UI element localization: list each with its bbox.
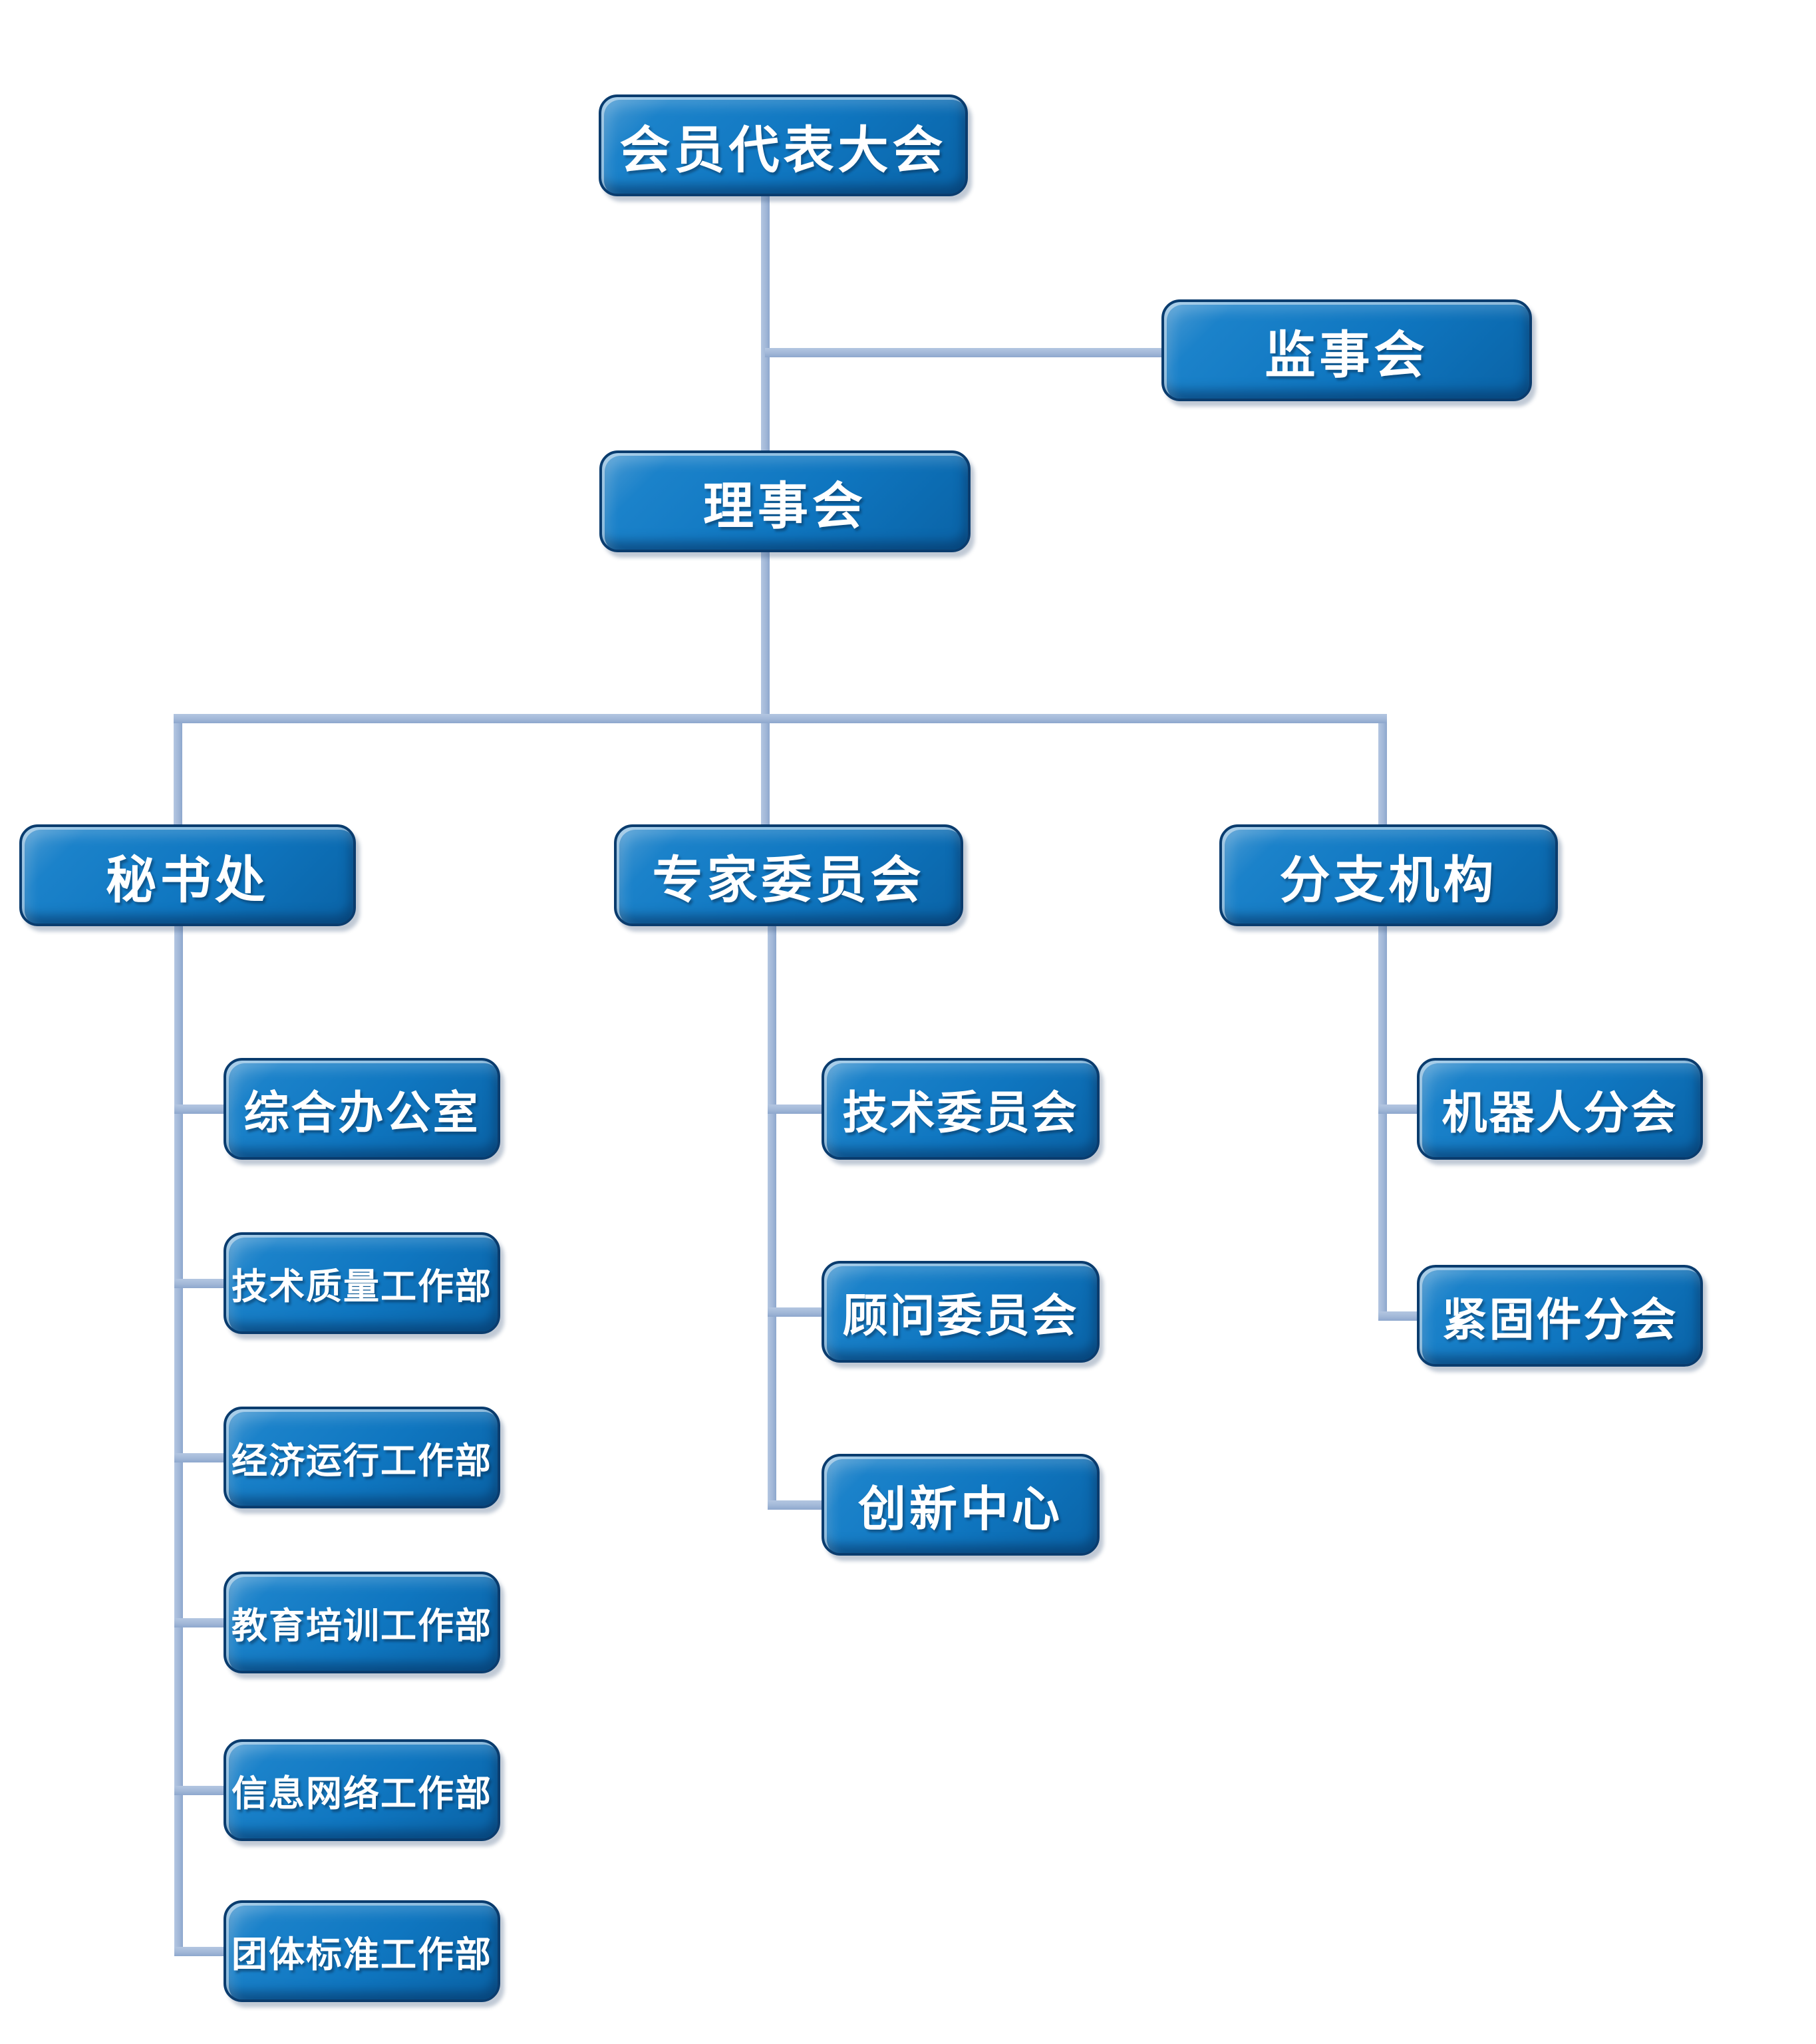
node-fastener-branch-label: 紧固件分会: [1441, 1295, 1678, 1345]
node-economic-operation-dept: 经济运行工作部: [224, 1407, 500, 1508]
connector-stub-fastener-branch: [1378, 1311, 1417, 1321]
node-member-assembly: 会员代表大会: [599, 94, 968, 196]
connector-stub-economic-operation: [174, 1453, 224, 1462]
connector-stub-education-training: [174, 1618, 224, 1627]
node-secretariat-label: 秘书处: [106, 852, 269, 909]
connector-stub-general-office: [174, 1105, 224, 1114]
connector-branch-trunk: [1378, 926, 1387, 1321]
node-technical-committee-label: 技术委员会: [842, 1088, 1079, 1138]
node-council: 理事会: [599, 450, 971, 552]
connector-drop-branch-organizations: [1378, 723, 1387, 824]
node-advisory-committee: 顾问委员会: [822, 1261, 1100, 1363]
node-expert-committee-label: 专家委员会: [652, 852, 925, 909]
node-branch-organizations-label: 分支机构: [1279, 852, 1498, 909]
connector-stub-robot-branch: [1378, 1105, 1417, 1114]
node-economic-operation-dept-label: 经济运行工作部: [231, 1441, 492, 1481]
connector-distribution-line: [174, 714, 1387, 723]
node-education-training-dept: 教育培训工作部: [224, 1572, 500, 1673]
connector-stub-technical-committee: [768, 1105, 822, 1114]
node-fastener-branch: 紧固件分会: [1417, 1265, 1703, 1367]
node-education-training-dept-label: 教育培训工作部: [231, 1606, 492, 1646]
node-group-standards-dept: 团体标准工作部: [224, 1900, 500, 2002]
node-tech-quality-dept-label: 技术质量工作部: [231, 1267, 492, 1307]
node-innovation-center: 创新中心: [822, 1454, 1100, 1556]
node-member-assembly-label: 会员代表大会: [619, 122, 947, 179]
node-advisory-committee-label: 顾问委员会: [842, 1291, 1079, 1341]
connector-stub-advisory-committee: [768, 1307, 822, 1317]
node-secretariat: 秘书处: [19, 824, 356, 926]
node-group-standards-dept-label: 团体标准工作部: [231, 1935, 492, 1975]
node-expert-committee: 专家委员会: [614, 824, 963, 926]
node-technical-committee: 技术委员会: [822, 1058, 1100, 1160]
connector-stub-tech-quality: [174, 1279, 224, 1288]
node-robot-branch-label: 机器人分会: [1441, 1088, 1678, 1138]
connector-drop-secretariat: [174, 723, 182, 824]
node-supervisory-board-label: 监事会: [1265, 327, 1429, 384]
connector-secretariat-trunk: [174, 926, 183, 1956]
connector-stub-group-standards: [174, 1947, 224, 1956]
node-info-network-dept-label: 信息网络工作部: [231, 1774, 492, 1814]
node-info-network-dept: 信息网络工作部: [224, 1739, 500, 1841]
node-council-label: 理事会: [703, 478, 867, 535]
connector-stub-innovation-center: [768, 1500, 822, 1510]
node-robot-branch: 机器人分会: [1417, 1058, 1703, 1160]
node-innovation-center-label: 创新中心: [857, 1483, 1063, 1536]
node-tech-quality-dept: 技术质量工作部: [224, 1232, 500, 1334]
connector-expert-trunk: [768, 926, 776, 1510]
node-general-office: 综合办公室: [224, 1058, 500, 1160]
node-supervisory-board: 监事会: [1161, 299, 1532, 401]
connector-council-to-distribution: [761, 552, 770, 824]
node-branch-organizations: 分支机构: [1219, 824, 1558, 926]
connector-stub-info-network: [174, 1786, 224, 1795]
connector-assembly-to-council: [761, 196, 770, 450]
connector-to-supervisory-board: [765, 348, 1161, 357]
node-general-office-label: 综合办公室: [243, 1088, 480, 1138]
